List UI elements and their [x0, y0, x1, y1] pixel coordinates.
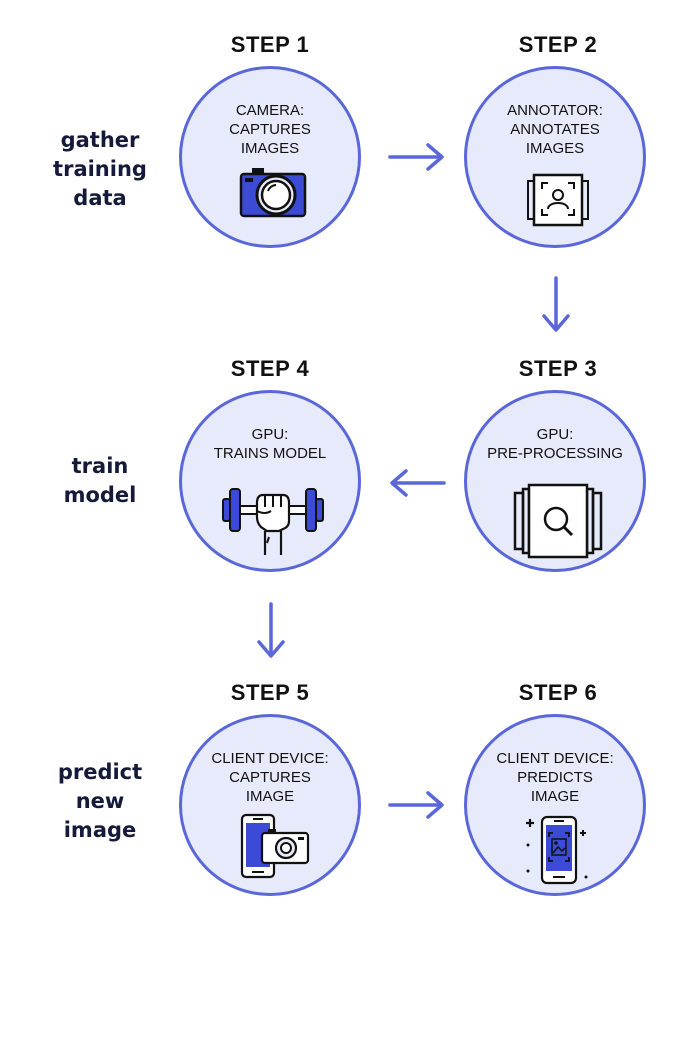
step-3-label: GPU: PRE-PROCESSING	[487, 426, 623, 462]
step-4-title: STEP 4	[230, 356, 310, 381]
image-search-icon	[513, 483, 603, 559]
step-6-circle: CLIENT DEVICE: PREDICTS IMAGE	[464, 714, 646, 896]
phase-label-predict: predict new image	[57, 760, 143, 842]
step-1-circle: CAMERA: CAPTURES IMAGES	[179, 66, 361, 248]
camera-icon	[239, 168, 307, 218]
arrow-step3-to-step4	[390, 469, 446, 497]
arrow-step1-to-step2	[388, 143, 444, 171]
step-2-title: STEP 2	[518, 32, 598, 57]
phase-label-gather: gather training data	[53, 128, 147, 210]
arrow-step2-to-step3	[542, 276, 570, 332]
step-1-label: CAMERA: CAPTURES IMAGES	[229, 102, 311, 157]
arrow-step5-to-step6	[388, 791, 444, 819]
step-2-circle: ANNOTATOR: ANNOTATES IMAGES	[464, 66, 646, 248]
phone-camera-icon	[240, 813, 310, 879]
step-3-circle: GPU: PRE-PROCESSING	[464, 390, 646, 572]
step-5-title: STEP 5	[230, 680, 310, 705]
phone-scan-icon	[526, 815, 588, 885]
annotation-icon	[527, 173, 589, 227]
step-4-circle: GPU: TRAINS MODEL	[179, 390, 361, 572]
step-2-label: ANNOTATOR: ANNOTATES IMAGES	[507, 102, 603, 157]
step-6-label: CLIENT DEVICE: PREDICTS IMAGE	[496, 750, 614, 805]
step-6-title: STEP 6	[518, 680, 598, 705]
step-5-label: CLIENT DEVICE: CAPTURES IMAGE	[211, 750, 329, 805]
step-1-title: STEP 1	[230, 32, 310, 57]
step-4-label: GPU: TRAINS MODEL	[213, 426, 327, 462]
step-5-circle: CLIENT DEVICE: CAPTURES IMAGE	[179, 714, 361, 896]
dumbbell-icon	[222, 488, 324, 555]
step-3-title: STEP 3	[518, 356, 598, 381]
phase-label-train: train model	[63, 454, 137, 507]
arrow-step4-to-step5	[257, 602, 285, 658]
